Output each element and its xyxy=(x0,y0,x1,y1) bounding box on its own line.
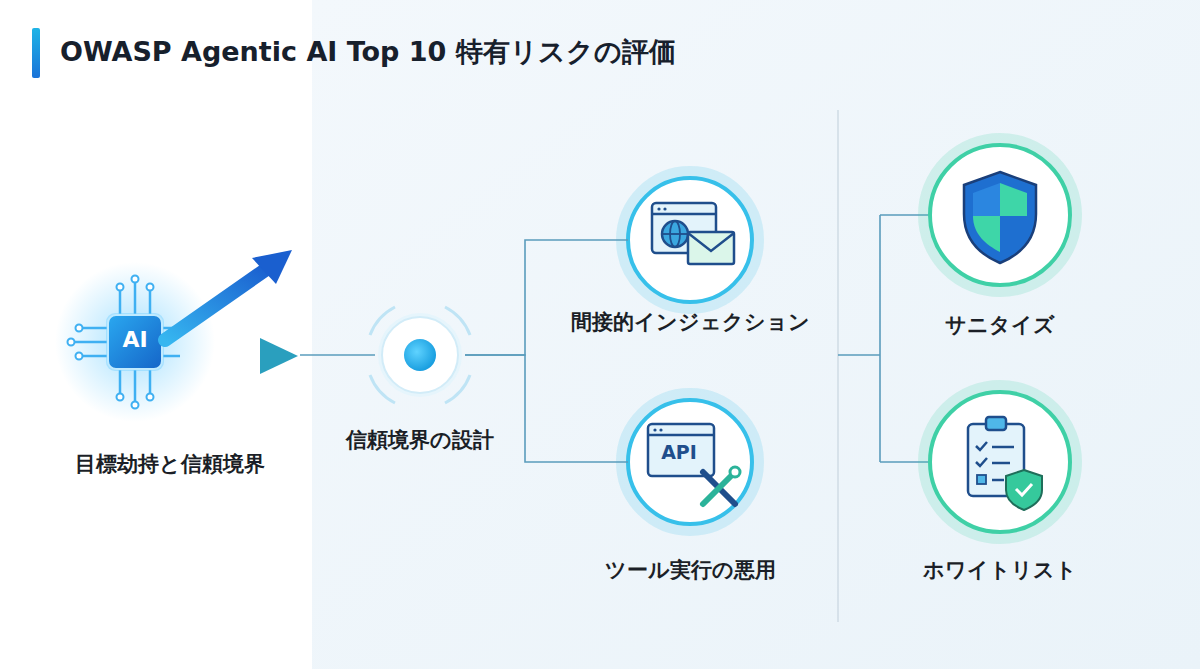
diagram-node: AI目標劫持と信頼境界 xyxy=(40,270,300,440)
node-label: 目標劫持と信頼境界 xyxy=(75,452,265,476)
diagram-node: サニタイズ xyxy=(930,145,1070,285)
node-label: 間接的インジェクション xyxy=(571,310,810,334)
trust-boundary-node-icon xyxy=(370,307,470,403)
ai-chip-icon xyxy=(55,262,215,422)
title-bar xyxy=(32,28,40,78)
node-label: サニタイズ xyxy=(945,313,1055,337)
panel-ground xyxy=(312,0,1200,669)
goal-arrows xyxy=(165,250,298,374)
node-label: 信頼境界の設計 xyxy=(346,428,494,452)
api-tool-icon xyxy=(648,424,740,504)
chip-label: AI xyxy=(110,328,160,352)
mitigation-circles xyxy=(924,139,1076,538)
mitigation-bracket xyxy=(838,215,928,462)
shield-icon xyxy=(964,172,1036,263)
diagram-node: 信頼境界の設計 xyxy=(375,310,465,400)
diagram-title: OWASP Agentic AI Top 10 特有リスクの評価 xyxy=(60,34,676,70)
whitelist-clipboard-icon xyxy=(968,417,1042,510)
diagram-node: 間接的インジェクション xyxy=(628,178,752,302)
web-mail-icon xyxy=(652,203,734,264)
connector-line xyxy=(300,354,375,356)
connector-line xyxy=(465,240,628,355)
risk-circles xyxy=(622,172,758,530)
diagram-node: ホワイトリスト xyxy=(930,392,1070,532)
node-label: ツール実行の悪用 xyxy=(605,558,776,582)
node-label: ホワイトリスト xyxy=(923,558,1077,582)
section-divider xyxy=(837,110,839,622)
diagram-node: APIツール実行の悪用 xyxy=(628,400,752,524)
api-label: API xyxy=(654,440,704,464)
